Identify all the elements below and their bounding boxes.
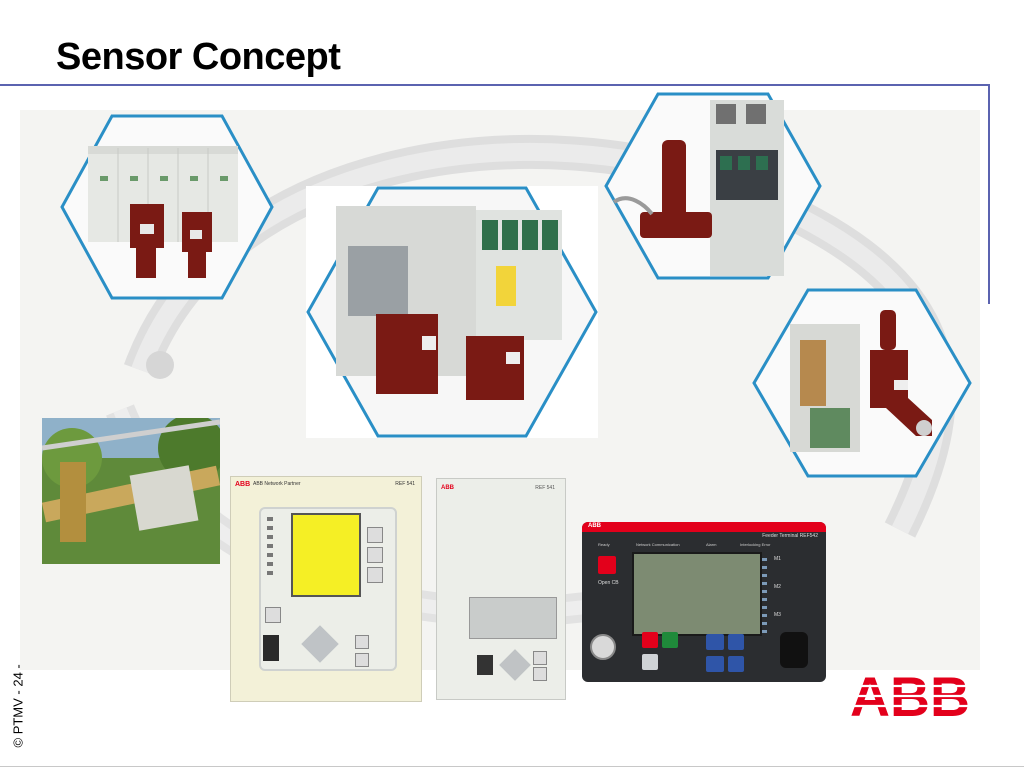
ref541-compact-navigation-pad[interactable] [499, 649, 531, 681]
ref541-button-c[interactable] [355, 635, 369, 649]
title-divider [0, 84, 990, 86]
ref542-down-button[interactable] [728, 656, 744, 672]
side-divider [988, 84, 990, 304]
ref542-lcd-screen [632, 552, 762, 636]
ref542-comm-port [780, 632, 808, 668]
ref541-compact-model: REF 541 [535, 485, 555, 491]
ref541-lcd-display [291, 513, 361, 597]
footer-text: © PTMV - 24 - [10, 664, 26, 748]
plug-in-sensor-with-cabinet-image [752, 288, 972, 478]
ref542-top-bar [582, 522, 826, 532]
ref542-meter-m1: M1 [774, 556, 781, 562]
ref541-brand: ABB Network Partner [253, 481, 301, 487]
ref542-open-label: Open CB [598, 580, 619, 586]
slide-title: Sensor Concept [56, 36, 341, 78]
ref542-status-network: Network Communication [636, 542, 680, 547]
switchgear-with-sensors-image [60, 114, 274, 300]
bottom-divider [0, 766, 1024, 767]
ref541-compact-lcd [469, 597, 557, 639]
ref541-compact-unit: ABB REF 541 [436, 478, 566, 700]
ref542-button-cycle[interactable] [642, 654, 658, 670]
ref541-compact-button-e[interactable] [533, 667, 547, 681]
ref541-optical-port [263, 635, 279, 661]
ref542-logo: ABB [588, 523, 601, 529]
ref541-button-o[interactable] [367, 547, 383, 563]
overhead-line-sensor-image [42, 418, 220, 564]
footer-copyright: © PTMV - 24 - [6, 650, 26, 750]
abb-logo: ABB [848, 668, 974, 720]
ref542-title: Feeder Terminal REF542 [762, 533, 818, 539]
ref542-feeder-terminal: ABB Feeder Terminal REF542 Ready Network… [582, 522, 826, 682]
svg-text:ABB: ABB [850, 668, 970, 720]
ref542-led-column [762, 558, 767, 638]
ref541-led-column [267, 517, 273, 577]
ref541-front-panel: ABB ABB Network Partner REF 541 [230, 476, 422, 702]
ref542-enter-button[interactable] [706, 656, 724, 672]
ref542-up-button[interactable] [728, 634, 744, 650]
ref541-compact-optical-port [477, 655, 493, 675]
cable-sensor-with-ring-main-unit-image [604, 92, 822, 280]
ref542-status-ready: Ready [598, 542, 610, 547]
ref542-open-button[interactable] [598, 556, 616, 574]
ref542-menu-button[interactable] [706, 634, 724, 650]
ref542-status-alarm: Alarm [706, 542, 717, 547]
ref542-key-switch[interactable] [590, 634, 616, 660]
ref541-model: REF 541 [395, 481, 415, 487]
ref541-compact-button-c[interactable] [533, 651, 547, 665]
ref542-meter-m3: M3 [774, 612, 781, 618]
ref542-meter-m2: M2 [774, 584, 781, 590]
ref541-compact-logo: ABB [441, 485, 454, 491]
ref541-button-f[interactable] [265, 607, 281, 623]
ref542-button-i[interactable] [662, 632, 678, 648]
ref542-status-interlocking: Interlocking Error [740, 542, 771, 547]
ref541-button-cycle[interactable] [367, 567, 383, 583]
ref541-button-i[interactable] [367, 527, 383, 543]
ref541-logo: ABB [235, 481, 251, 488]
open-switchgear-with-sensors-image [306, 186, 598, 438]
ref542-button-o[interactable] [642, 632, 658, 648]
ref541-button-e[interactable] [355, 653, 369, 667]
